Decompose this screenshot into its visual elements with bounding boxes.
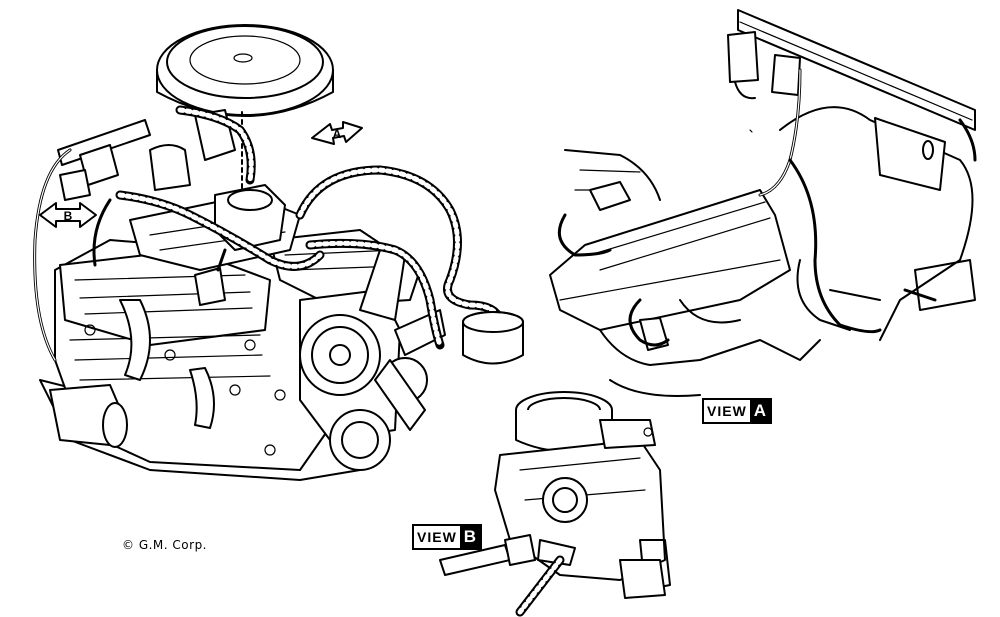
firewall-bracket-left	[57, 119, 151, 201]
view-b-word: VIEW	[417, 529, 457, 545]
view-b-letter: B	[459, 526, 481, 548]
arrow-b-letter: B	[64, 209, 73, 223]
view-b-detail	[439, 391, 671, 617]
wiring-harness-main	[33, 105, 505, 362]
view-a-detail	[549, 9, 977, 397]
view-a-word: VIEW	[707, 403, 747, 419]
view-a-label: VIEW A	[702, 398, 773, 424]
callout-arrow-a: A	[311, 121, 363, 145]
callout-arrow-b: B	[39, 202, 97, 228]
vapor-canister	[462, 311, 524, 365]
copyright-notice: © G.M. Corp.	[122, 538, 207, 552]
view-a-letter: A	[749, 400, 771, 422]
view-b-label: VIEW B	[412, 524, 483, 550]
engine-assembly	[39, 24, 446, 481]
arrow-a-letter: A	[333, 127, 342, 141]
